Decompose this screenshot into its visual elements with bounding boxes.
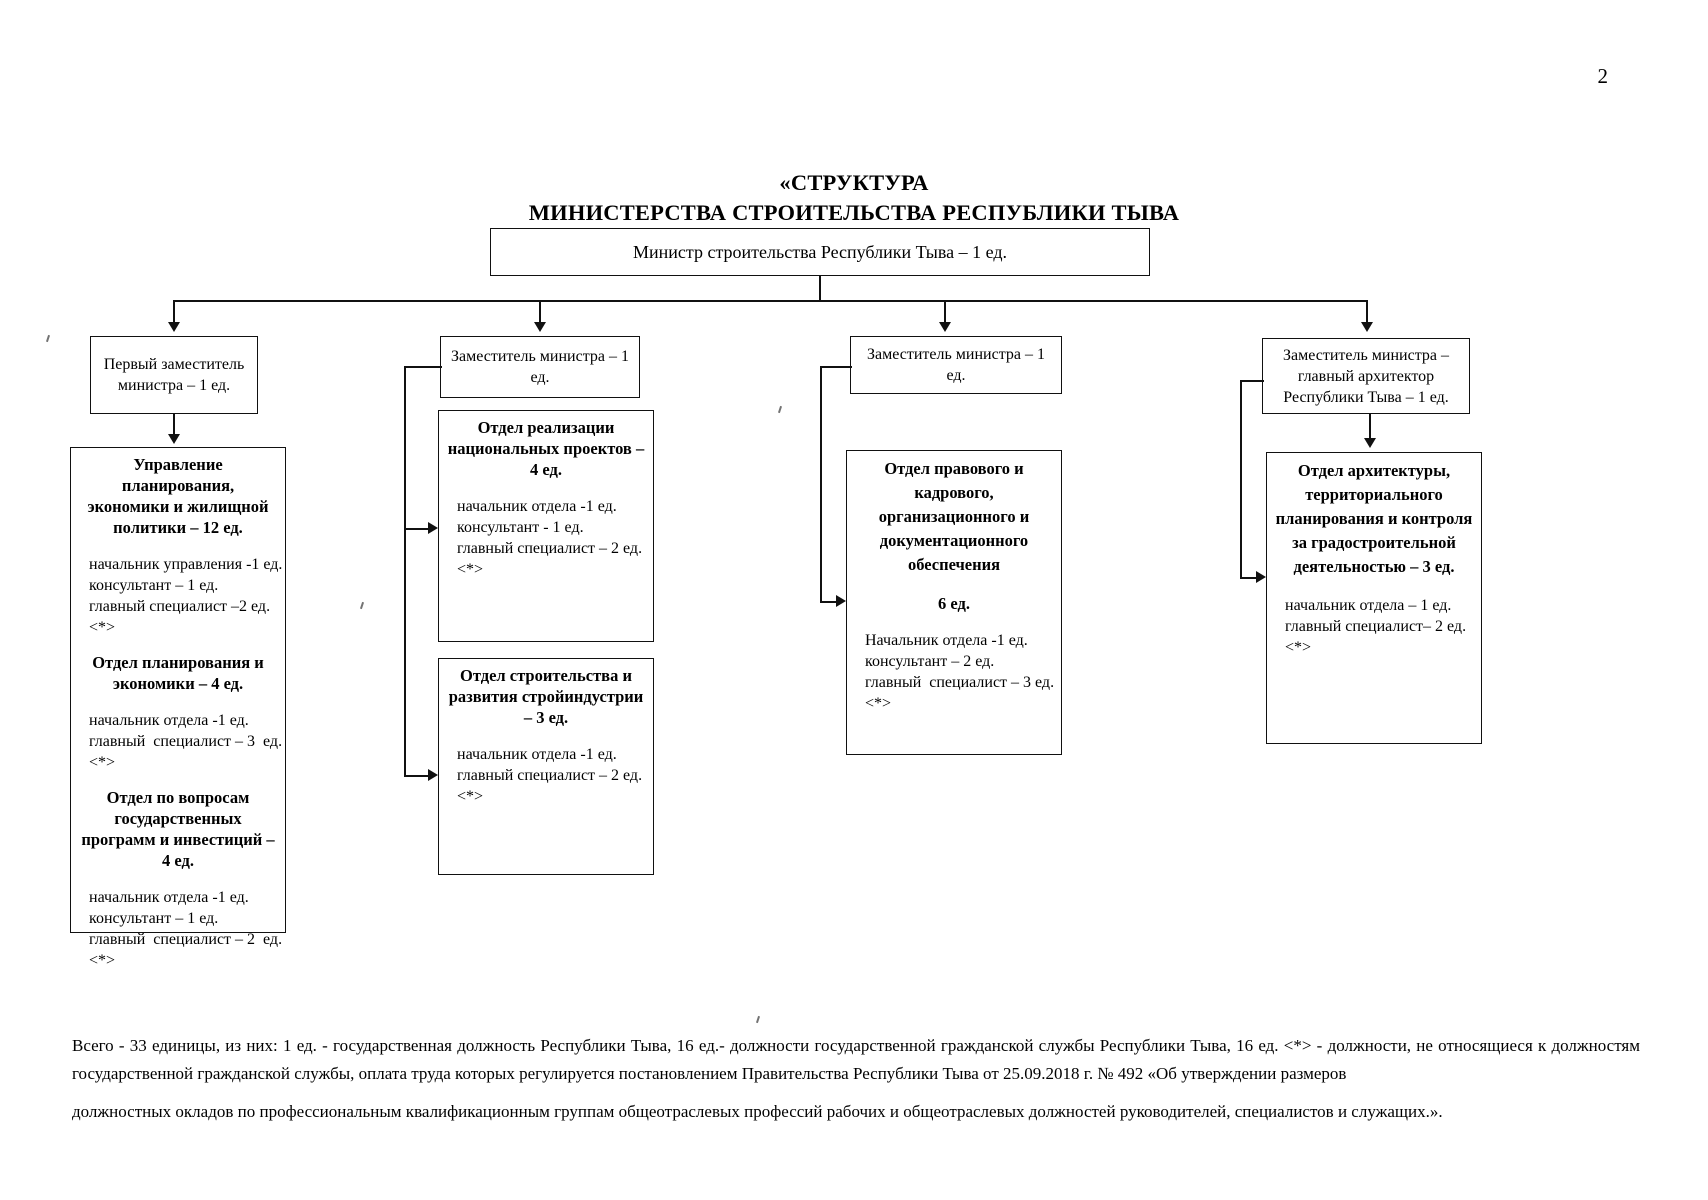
node-architecture-planning-department: Отдел архитектуры, территориального план… (1266, 452, 1482, 744)
arrow-down-icon (168, 322, 180, 332)
connector-col2-branch-a (404, 528, 430, 530)
connector-col2-branch-b (404, 775, 430, 777)
scan-artifact (359, 601, 365, 610)
footnote: Всего - 33 единицы, из них: 1 ед. - госу… (72, 1032, 1640, 1136)
staff-line: <*> (89, 619, 116, 636)
staff-line: <*> (89, 952, 116, 969)
node-minister-label: Министр строительства Республики Тыва – … (633, 241, 1007, 262)
connector-drop-3 (944, 300, 946, 324)
arrow-down-icon (1361, 322, 1373, 332)
connector-col3-from-node (820, 366, 852, 368)
staff-line: <*> (865, 695, 892, 712)
connector-drop-1 (173, 300, 175, 324)
node-col1-list-3: начальник отдела -1 ед. консультант – 1 … (79, 887, 283, 971)
staff-line: начальник отдела -1 ед. (457, 498, 617, 515)
node-first-deputy-minister: Первый заместитель министра – 1 ед. (90, 336, 258, 414)
node-col2b-title: Отдел строительства и развития стройинду… (448, 666, 644, 727)
staff-line: консультант – 1 ед. (89, 910, 219, 927)
node-col1-subtitle-1: Отдел планирования и экономики – 4 ед. (92, 653, 264, 693)
scan-artifact (45, 334, 51, 343)
connector-col4-from-node (1240, 380, 1264, 382)
node-first-deputy-minister-label: Первый заместитель министра – 1 ед. (103, 356, 245, 394)
staff-line: <*> (457, 788, 484, 805)
staff-line: главный специалист –2 ед. (89, 598, 271, 615)
connector-col4-stem (1369, 414, 1371, 440)
scan-artifact (755, 1015, 761, 1024)
footnote-paragraph-2: должностных окладов по профессиональным … (72, 1102, 1443, 1121)
node-minister: Министр строительства Республики Тыва – … (490, 228, 1150, 276)
node-deputy-minister-2-label: Заместитель министра – 1 ед. (451, 348, 629, 386)
node-national-projects-department: Отдел реализации национальных проектов –… (438, 410, 654, 642)
connector-col2-from-node (404, 366, 442, 368)
staff-line: <*> (1285, 639, 1312, 656)
staff-line: консультант – 1 ед. (89, 577, 219, 594)
connector-col4-branch (1240, 577, 1258, 579)
arrow-down-icon (939, 322, 951, 332)
arrow-right-icon (428, 522, 438, 534)
staff-line: начальник отдела -1 ед. (457, 746, 617, 763)
node-col2a-list: начальник отдела -1 ед. консультант - 1 … (447, 496, 645, 580)
node-col3-list: Начальник отдела -1 ед. консультант – 2 … (855, 630, 1055, 714)
node-col4-list: начальник отдела – 1 ед. главный специал… (1275, 595, 1473, 658)
staff-line: начальник управления -1 ед. (89, 556, 283, 573)
node-deputy-minister-3: Заместитель министра – 1 ед. (850, 336, 1062, 394)
node-col2b-list: начальник отдела -1 ед. главный специали… (447, 744, 645, 807)
staff-line: <*> (457, 561, 484, 578)
arrow-down-icon (1364, 438, 1376, 448)
footnote-paragraph-1: Всего - 33 единицы, из них: 1 ед. - госу… (72, 1036, 1640, 1083)
node-deputy-minister-2: Заместитель министра – 1 ед. (440, 336, 640, 398)
arrow-down-icon (168, 434, 180, 444)
connector-minister-bus (173, 300, 1366, 302)
scan-artifact (777, 405, 783, 414)
arrow-down-icon (534, 322, 546, 332)
connector-drop-4 (1366, 300, 1368, 324)
node-deputy-minister-chief-architect-label: Заместитель министра – главный архитекто… (1283, 346, 1449, 406)
staff-line: главный специалист– 2 ед. (1285, 618, 1467, 635)
connector-col1-stem (173, 414, 175, 436)
page-number: 2 (1597, 64, 1609, 88)
node-col1-list-1: начальник управления -1 ед. консультант … (79, 554, 283, 638)
arrow-right-icon (836, 595, 846, 607)
node-planning-economics-housing-department: Управление планирования, экономики и жил… (70, 447, 286, 969)
staff-line: начальник отдела -1 ед. (89, 889, 249, 906)
staff-line: <*> (89, 754, 116, 771)
staff-line: главный специалист – 2 ед. (457, 540, 643, 557)
node-construction-industry-department: Отдел строительства и развития стройинду… (438, 658, 654, 875)
staff-line: начальник отдела – 1 ед. (1285, 597, 1452, 614)
node-col3-title: Отдел правового и кадрового, организацио… (878, 459, 1030, 574)
staff-line: главный специалист – 2 ед. (457, 767, 643, 784)
staff-line: начальник отдела -1 ед. (89, 712, 249, 729)
node-col3-count: 6 ед. (938, 594, 970, 613)
connector-drop-2 (539, 300, 541, 324)
node-deputy-minister-chief-architect: Заместитель министра – главный архитекто… (1262, 338, 1470, 414)
node-col4-title: Отдел архитектуры, территориального план… (1275, 461, 1473, 576)
node-col1-list-2: начальник отдела -1 ед. главный специали… (79, 710, 283, 773)
node-col2a-title: Отдел реализации национальных проектов –… (447, 418, 645, 479)
staff-line: консультант – 2 ед. (865, 653, 995, 670)
node-legal-hr-organizational-department: Отдел правового и кадрового, организацио… (846, 450, 1062, 755)
node-deputy-minister-3-label: Заместитель министра – 1 ед. (867, 346, 1045, 384)
connector-col3-branch (820, 601, 838, 603)
page-title: «СТРУКТУРА МИНИСТЕРСТВА СТРОИТЕЛЬСТВА РЕ… (0, 168, 1708, 228)
title-line-1: «СТРУКТУРА (779, 170, 929, 195)
connector-col4-spine (1240, 380, 1242, 578)
node-col1-subtitle-2: Отдел по вопросам государственных програ… (81, 788, 275, 870)
title-line-2: МИНИСТЕРСТВА СТРОИТЕЛЬСТВА РЕСПУБЛИКИ ТЫ… (528, 200, 1180, 225)
staff-line: Начальник отдела -1 ед. (865, 632, 1028, 649)
staff-line: консультант - 1 ед. (457, 519, 584, 536)
arrow-right-icon (1256, 571, 1266, 583)
node-col1-title: Управление планирования, экономики и жил… (87, 455, 269, 537)
arrow-right-icon (428, 769, 438, 781)
staff-line: главный специалист – 3 ед. (865, 674, 1055, 691)
staff-line: главный специалист – 2 ед. (89, 931, 283, 948)
connector-col3-spine (820, 366, 822, 602)
connector-minister-stem (819, 276, 821, 300)
connector-col2-spine (404, 366, 406, 776)
staff-line: главный специалист – 3 ед. (89, 733, 283, 750)
